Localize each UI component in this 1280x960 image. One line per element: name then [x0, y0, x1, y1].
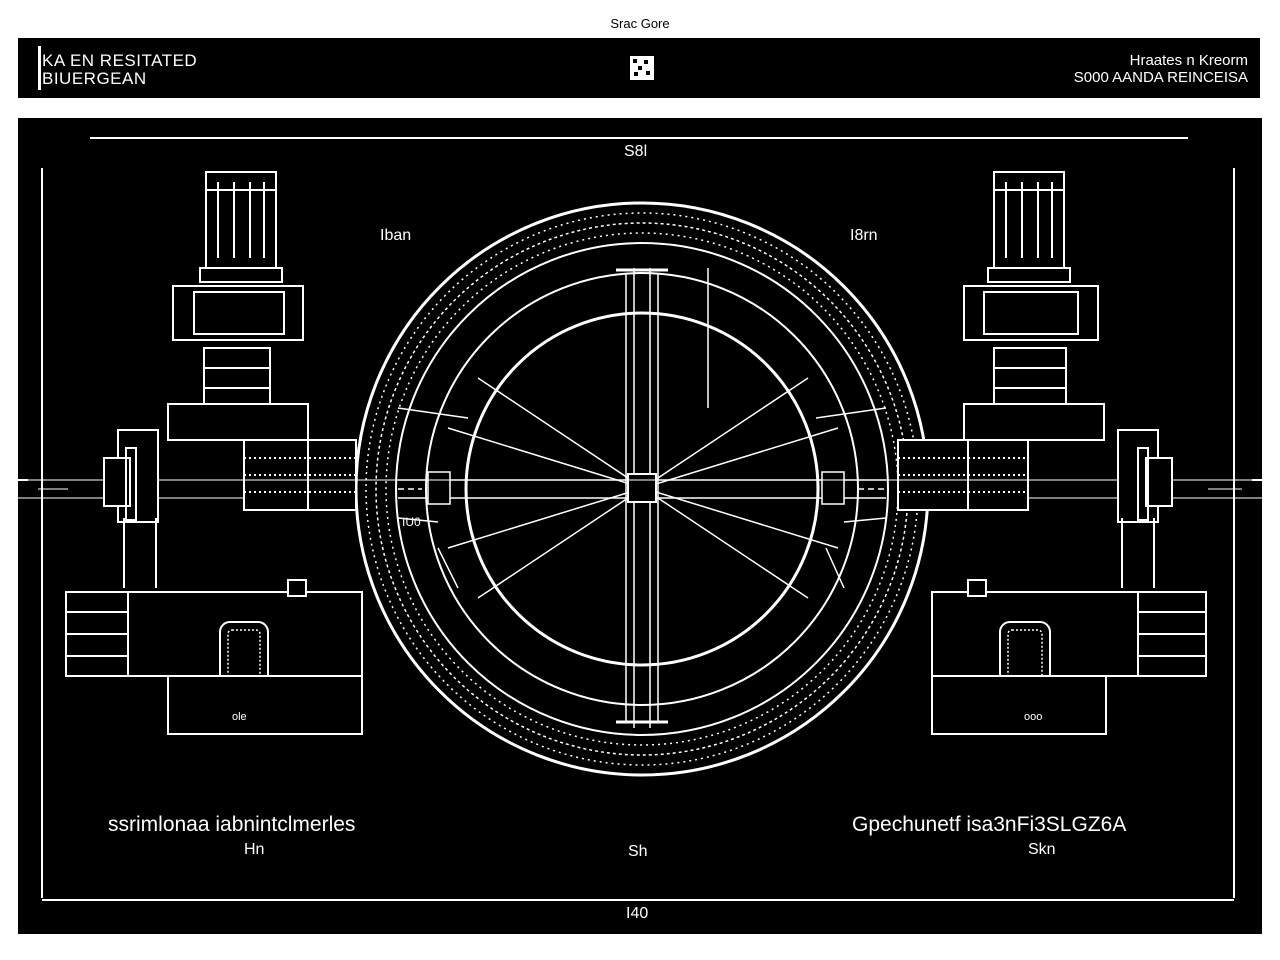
title-block: KA EN RESITATED BIUERGEAN Hraates n Kreo… [18, 38, 1260, 98]
title-left: KA EN RESITATED BIUERGEAN [42, 52, 197, 88]
logo-mark-icon [630, 56, 654, 80]
label-right-box-mark: ooo [1024, 711, 1043, 723]
title-block-bar [38, 46, 41, 90]
label-lower-right-sub: Skn [1028, 841, 1056, 858]
title-left-line1: KA EN RESITATED [42, 51, 198, 70]
label-top-center: S8l [624, 143, 648, 160]
label-bottom-center: I40 [626, 905, 649, 922]
left-drive-assembly [38, 171, 363, 735]
title-left-line2: BIUERGEAN [42, 68, 147, 88]
label-lower-left-title: ssrimlonaa iabnintclmerles [108, 813, 356, 836]
title-right: Hraates n Kreorm S000 AANDA REINCEISA [1074, 52, 1248, 87]
right-drive-assembly [931, 171, 1242, 735]
sheet-caption: Srac Gore [610, 16, 670, 31]
label-left-arm-mark: IU0 [402, 515, 421, 529]
crosshair [397, 268, 887, 728]
label-upper-right: I8rn [850, 227, 878, 244]
label-lower-left-sub: Hn [244, 841, 265, 858]
label-left-box-mark: ole [232, 711, 247, 723]
label-upper-left: Iban [380, 227, 412, 244]
shaft-arms [18, 439, 1262, 511]
label-lower-right-title: Gpechunetf isa3nFi3SLGZ6A [852, 813, 1127, 836]
drawing-sheet: S8l Iban I8rn IU0 ole ooo ssrimlonaa iab… [18, 118, 1262, 934]
blueprint-drawing [18, 137, 1262, 901]
label-lower-center: Sh [628, 843, 648, 860]
title-right-line1: Hraates n Kreorm [1129, 52, 1248, 69]
title-right-line2: S000 AANDA REINCEISA [1073, 69, 1248, 87]
